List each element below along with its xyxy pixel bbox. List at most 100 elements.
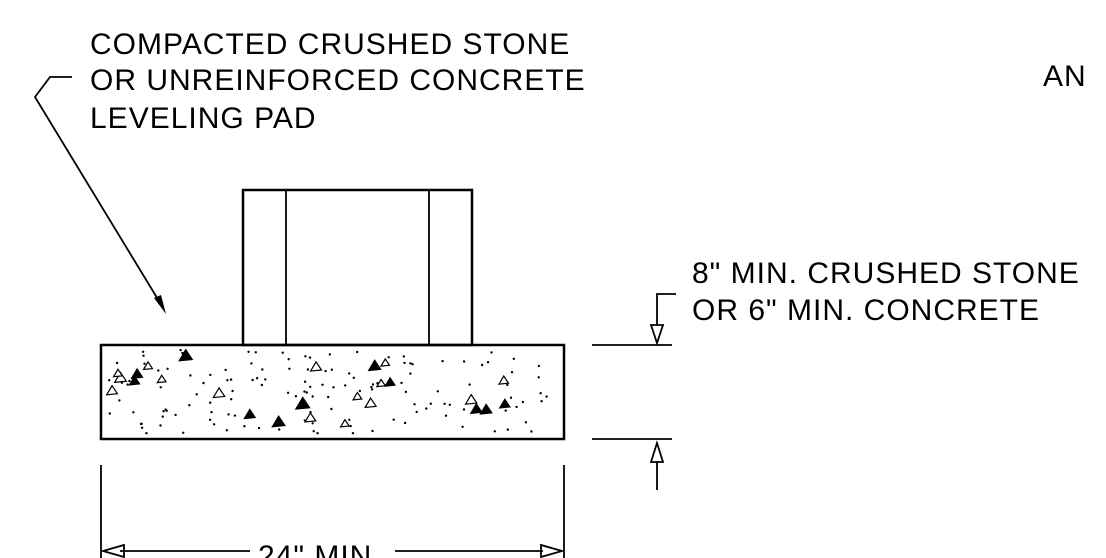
speckle-stone <box>351 391 363 401</box>
speckle-stone <box>212 386 226 399</box>
thickness-dimension: 8" MIN. CRUSHED STONE OR 6" MIN. CONCRET… <box>592 257 1079 490</box>
speckle-stone <box>479 403 493 415</box>
speckle-dot <box>227 413 230 416</box>
pad-leader-arrowhead <box>154 295 166 314</box>
speckle-dot <box>540 400 543 403</box>
speckle-dot <box>140 426 144 429</box>
speckle-stone <box>156 374 168 384</box>
speckle-dot <box>108 412 112 415</box>
pad-label-line-1: COMPACTED CRUSHED STONE <box>90 28 570 61</box>
speckle-dot <box>212 423 216 426</box>
speckle-dot <box>287 358 290 361</box>
speckle-dot <box>358 389 362 393</box>
speckle-dot <box>515 405 518 409</box>
speckle-dot <box>524 421 528 424</box>
speckle-dot <box>506 383 509 387</box>
speckle-dot <box>404 390 408 394</box>
speckle-dot <box>521 400 525 404</box>
speckle-dot <box>141 350 145 353</box>
speckle-dot <box>257 426 261 430</box>
speckle-dot <box>142 354 145 357</box>
speckle-dot <box>179 348 182 352</box>
speckle-dot <box>411 363 414 366</box>
speckle-dot <box>448 403 451 406</box>
speckle-dot <box>409 372 412 375</box>
speckle-dot <box>209 373 212 377</box>
speckle-dot <box>506 428 509 431</box>
speckle-dot <box>370 388 374 391</box>
speckle-dot <box>493 430 496 433</box>
speckle-dot <box>537 376 540 379</box>
speckle-dot <box>371 383 375 386</box>
speckle-dot <box>311 422 314 425</box>
aggregate-speckle-pattern <box>105 348 548 435</box>
speckle-dot <box>387 356 390 359</box>
speckle-dot <box>328 353 331 356</box>
speckle-dot <box>159 386 162 389</box>
speckle-dot <box>209 401 212 404</box>
speckle-dot <box>202 381 205 385</box>
speckle-dot <box>409 362 412 365</box>
speckle-stone <box>379 357 391 367</box>
leveling-pad <box>99 343 566 441</box>
speckle-dot <box>230 398 233 401</box>
pad-label-line-2: OR UNREINFORCED CONCRETE <box>90 64 586 97</box>
speckle-dot <box>462 360 466 363</box>
speckle-dot <box>108 379 111 382</box>
speckle-dot <box>436 390 439 393</box>
width-dimension: 24" MIN. <box>99 465 566 558</box>
speckle-dot <box>344 384 347 387</box>
corner-text-fragment: AN <box>1043 60 1087 93</box>
speckle-dot <box>330 368 333 371</box>
speckle-dot <box>188 404 191 407</box>
speckle-dot <box>413 403 416 406</box>
speckle-stone <box>464 393 478 405</box>
speckle-dot <box>226 379 229 382</box>
speckle-stone <box>364 396 378 409</box>
speckle-dot <box>309 385 312 389</box>
speckle-dot <box>330 407 333 411</box>
speckle-dot <box>403 361 406 365</box>
speckle-dot <box>304 355 307 358</box>
speckle-dot <box>311 395 314 398</box>
speckle-dot <box>195 393 198 396</box>
speckle-dot <box>208 418 212 421</box>
pad-label-line-3: LEVELING PAD <box>90 102 317 135</box>
speckle-stone <box>128 375 141 386</box>
speckle-dot <box>351 432 355 435</box>
pad-callout: COMPACTED CRUSHED STONE OR UNREINFORCED … <box>33 28 586 314</box>
width-label: 24" MIN. <box>258 540 382 558</box>
speckle-dot <box>143 362 146 365</box>
speckle-dot <box>509 396 513 399</box>
speckle-dot <box>392 418 395 421</box>
speckle-dot <box>348 372 351 375</box>
width-arrow-right <box>540 543 566 558</box>
speckle-dot <box>159 424 162 427</box>
speckle-dot <box>278 428 281 431</box>
speckle-stone <box>112 368 124 378</box>
speckle-dot <box>443 402 446 405</box>
speckle-stone <box>130 367 144 380</box>
speckle-dot <box>352 376 355 379</box>
speckle-dot <box>128 379 131 383</box>
speckle-dot <box>530 430 533 433</box>
speckle-dot <box>166 367 169 370</box>
speckle-stone <box>498 398 511 409</box>
speckle-dot <box>115 361 119 365</box>
speckle-dot <box>294 395 298 398</box>
speckle-dot <box>255 377 259 380</box>
speckle-dot <box>461 425 464 428</box>
speckle-dot <box>264 378 267 381</box>
speckle-dot <box>312 430 315 433</box>
speckle-dot <box>306 368 310 371</box>
speckle-dot <box>510 371 514 374</box>
speckle-stone <box>303 411 317 423</box>
speckle-dot <box>224 368 227 372</box>
thickness-arrow-bottom <box>649 440 665 463</box>
thickness-label-line-2: OR 6" MIN. CONCRETE <box>692 294 1040 327</box>
speckle-dot <box>303 390 306 393</box>
speckle-dot <box>126 383 129 386</box>
thickness-leader-top <box>656 293 676 325</box>
speckle-dot <box>512 357 515 360</box>
speckle-dot <box>356 350 359 354</box>
